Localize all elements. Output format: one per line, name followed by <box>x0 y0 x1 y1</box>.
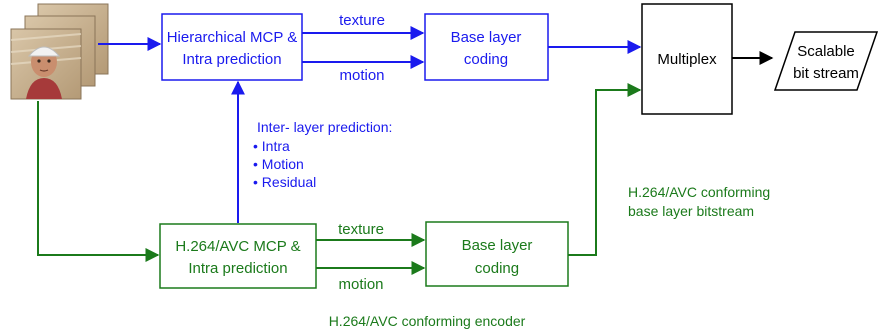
texture-label-top: texture <box>339 12 385 29</box>
hierarchical-mcp-line2: Intra prediction <box>182 51 281 68</box>
base-bitstream-arrow <box>568 83 642 256</box>
bottom-base-layer-coding-box: Base layer coding <box>425 221 569 287</box>
output-line1: Scalable <box>797 43 855 60</box>
motion-label-top: motion <box>339 67 384 84</box>
video-frames-icon <box>10 3 109 100</box>
bottom-coding-line1: Base layer <box>462 237 533 254</box>
bitstream-annotation-line2: base layer bitstream <box>628 203 754 219</box>
top-base-layer-coding-box: Base layer coding <box>424 13 549 81</box>
multiplex-box: Multiplex <box>641 3 733 115</box>
hierarchical-mcp-box: Hierarchical MCP & Intra prediction <box>161 13 303 81</box>
encoder-caption: H.264/AVC conforming encoder <box>329 313 526 329</box>
motion-label-bottom: motion <box>338 276 383 293</box>
inter-layer-item: • Intra <box>253 138 290 154</box>
h264-mcp-line1: H.264/AVC MCP & <box>175 238 300 255</box>
inter-layer-item: • Residual <box>253 174 316 190</box>
multiplex-label: Multiplex <box>657 51 717 68</box>
inter-layer-title: Inter- layer prediction: <box>257 119 392 135</box>
bottom-coding-line2: coding <box>475 260 519 277</box>
inter-layer-prediction-list: Inter- layer prediction: • Intra • Motio… <box>253 119 392 190</box>
scalable-bitstream-output: Scalable bit stream <box>773 31 879 91</box>
top-coding-line2: coding <box>464 51 508 68</box>
bitstream-annotation-line1: H.264/AVC conforming <box>628 184 770 200</box>
output-line2: bit stream <box>793 65 859 82</box>
inter-layer-item: • Motion <box>253 156 304 172</box>
texture-label-bottom: texture <box>338 221 384 238</box>
input-to-h264-arrow <box>37 101 160 262</box>
top-coding-line1: Base layer <box>451 29 522 46</box>
h264-mcp-box: H.264/AVC MCP & Intra prediction <box>159 223 317 289</box>
h264-mcp-line2: Intra prediction <box>188 260 287 277</box>
hierarchical-mcp-line1: Hierarchical MCP & <box>167 29 298 46</box>
